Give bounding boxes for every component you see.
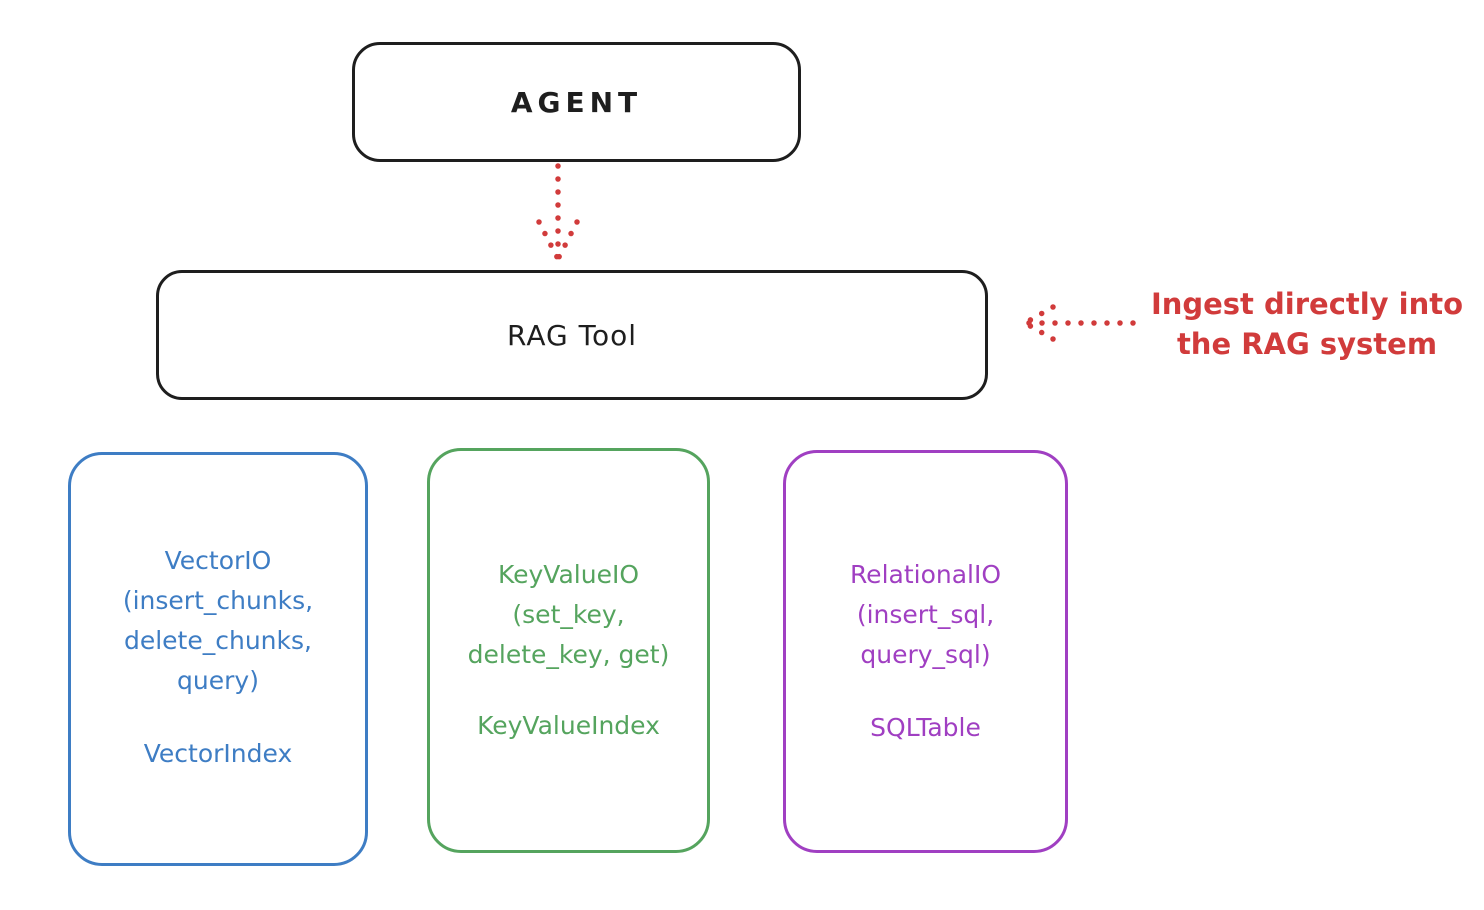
arrow-agent-to-rag-tool	[536, 163, 580, 260]
keyvalue-index-label: KeyValueIndex	[477, 711, 660, 740]
vector-io-box: VectorIO (insert_chunks, delete_chunks, …	[68, 452, 368, 866]
keyvalue-io-box: KeyValueIO (set_key, delete_key, get) Ke…	[427, 448, 710, 853]
sql-table-label: SQLTable	[870, 713, 981, 742]
vector-index-label: VectorIndex	[143, 739, 293, 768]
ingest-annotation-line1: Ingest directly into	[1150, 287, 1464, 321]
relational-io-methods: RelationalIO (insert_sql, query_sql)	[849, 560, 1002, 669]
relational-io-box: RelationalIO (insert_sql, query_sql) SQL…	[783, 450, 1068, 853]
ingest-annotation: Ingest directly into the RAG system	[1130, 284, 1484, 364]
keyvalue-io-methods: KeyValueIO (set_key, delete_key, get)	[467, 560, 670, 669]
rag-tool-node: RAG Tool	[156, 270, 988, 400]
rag-tool-label: RAG Tool	[507, 318, 637, 352]
ingest-annotation-line2: the RAG system	[1176, 327, 1438, 361]
agent-label: AGENT	[510, 85, 643, 119]
agent-node: AGENT	[352, 42, 801, 162]
arrow-ingest-to-rag-tool	[1022, 304, 1136, 342]
vector-io-methods: VectorIO (insert_chunks, delete_chunks, …	[122, 546, 314, 695]
